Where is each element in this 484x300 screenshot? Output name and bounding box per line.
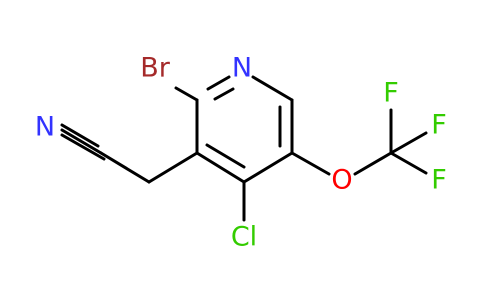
bond-cn-triple-2 <box>60 128 103 155</box>
bond-c5-c4 <box>242 151 294 184</box>
bond-cf3-f-bottom <box>389 151 428 175</box>
bond-c3-ch2 <box>147 151 199 184</box>
atom-oxygen: O <box>331 165 352 196</box>
bond-o-cf3 <box>353 151 393 176</box>
bond-c4-c3-double <box>205 143 246 169</box>
bond-c4-c3 <box>195 151 246 184</box>
atom-fluorine-top: F <box>383 78 399 109</box>
bond-c2-br <box>174 86 199 102</box>
bond-c2-n1-double <box>213 87 235 101</box>
atom-bromine: Br <box>140 53 171 84</box>
bond-c5-o <box>290 151 331 176</box>
atom-fluorine-right: F <box>431 110 447 141</box>
bond-cf3-f-right <box>389 131 428 155</box>
bond-cn-triple-1 <box>60 123 100 148</box>
bond-ch2-cn <box>99 151 151 184</box>
bond-n1-c6 <box>251 75 294 102</box>
atom-fluorine-bottom: F <box>431 165 447 196</box>
atom-nitrile-nitrogen: N <box>35 112 55 143</box>
bond-cn-triple-3 <box>60 133 106 161</box>
bond-c2-n1 <box>206 75 231 91</box>
atom-chlorine: Cl <box>231 222 257 253</box>
atom-ring-nitrogen: N <box>232 53 252 84</box>
atom-labels: Br N N Cl O F F F <box>35 53 447 253</box>
bonds <box>60 75 428 222</box>
